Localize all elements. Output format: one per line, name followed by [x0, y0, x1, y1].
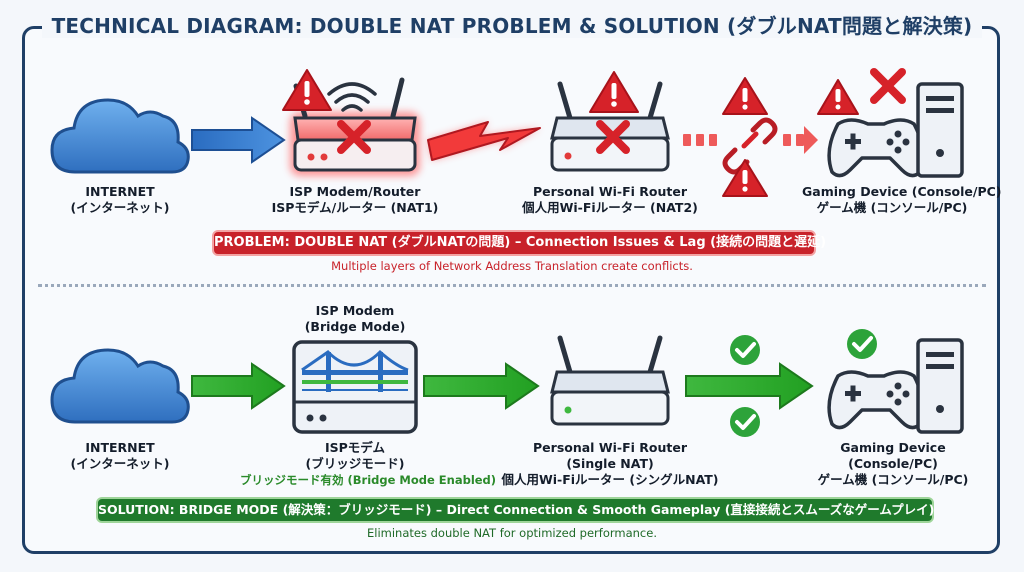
- check-icon: [730, 407, 760, 437]
- warning-icon: [817, 79, 859, 115]
- internet-label: INTERNET (インターネット): [70, 184, 170, 215]
- solution-banner: SOLUTION: BRIDGE MODE (解決策：ブリッジモード) – Di…: [96, 497, 934, 523]
- warning-icon: [589, 71, 639, 113]
- isp-modem-bridge-label: ISP Modem (Bridge Mode): [304, 303, 406, 334]
- broken-link-icon: [722, 117, 778, 175]
- gamepad-icon: [827, 118, 925, 178]
- solution-note: Eliminates double NAT for optimized perf…: [366, 526, 657, 540]
- personal-router-label: Personal Wi-Fi Router 個人用Wi-Fiルーター (NAT2…: [522, 184, 698, 215]
- x-icon: [870, 68, 906, 104]
- arrow-right-icon: [423, 362, 540, 410]
- gamepad-icon: [827, 370, 925, 430]
- arrow-right-icon: [191, 116, 286, 164]
- bridge-icon: [301, 349, 409, 392]
- x-icon: [596, 120, 630, 154]
- problem-banner: PROBLEM: DOUBLE NAT (ダブルNATの問題) – Connec…: [212, 230, 826, 256]
- gaming-device-label: Gaming Device (Console/PC) ゲーム機 (コンソール/P…: [802, 184, 1002, 215]
- router-icon: [550, 335, 670, 426]
- gaming-device-label: Gaming Device (Console/PC) ゲーム機 (コンソール/P…: [817, 440, 969, 487]
- pc-tower-icon: [916, 338, 964, 434]
- arrow-right-icon: [191, 362, 286, 410]
- warning-icon: [722, 77, 768, 115]
- warning-icon: [722, 159, 768, 197]
- pc-tower-icon: [916, 82, 964, 178]
- check-icon: [847, 329, 877, 359]
- router-icon: [550, 81, 670, 172]
- cloud-icon: [50, 98, 190, 174]
- isp-router-label: ISP Modem/Router ISPモデム/ルーター (NAT1): [271, 184, 439, 215]
- internet-label: INTERNET (インターネット): [70, 440, 170, 471]
- lightning-icon: [427, 121, 541, 161]
- x-icon: [337, 120, 371, 154]
- wifi-icon: [327, 82, 377, 112]
- warning-icon: [282, 69, 332, 111]
- personal-router-label: Personal Wi-Fi Router (Single NAT) 個人用Wi…: [501, 440, 719, 487]
- section-divider: [38, 284, 986, 287]
- broken-arrow-icon: [683, 126, 818, 154]
- isp-modem-label: ISPモデム (ブリッジモード) ブリッジモード有効 (Bridge Mode …: [240, 440, 497, 487]
- problem-note: Multiple layers of Network Address Trans…: [331, 259, 693, 273]
- bridge-modem-icon: [292, 340, 418, 434]
- check-icon: [730, 335, 760, 365]
- page-title: TECHNICAL DIAGRAM: DOUBLE NAT PROBLEM & …: [0, 10, 1024, 39]
- cloud-icon: [50, 348, 190, 424]
- arrow-right-icon: [685, 362, 814, 410]
